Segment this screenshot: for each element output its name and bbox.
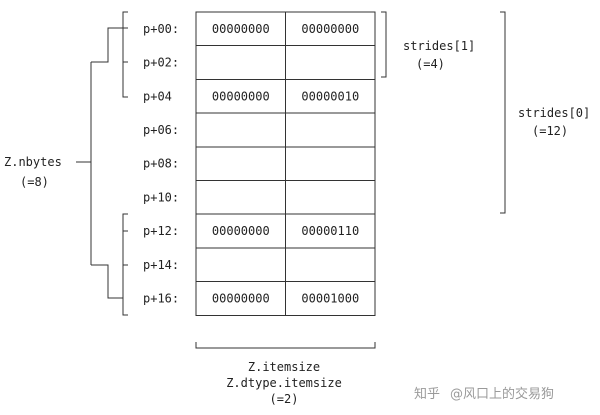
memory-cell [195,78,286,114]
dtype-itemsize-label: Z.dtype.itemsize [226,376,342,390]
nbytes-label: Z.nbytes [4,155,62,169]
memory-row: 00000000 00000000 [195,11,376,47]
address-label: p+12: [143,224,179,238]
itemsize-value: (=2) [270,392,299,406]
watermark-platform: 知乎 [414,386,440,402]
memory-row [195,146,376,182]
memory-cell-value: 00000000 [212,292,270,306]
memory-cell-value: 00000000 [301,22,359,36]
memory-cell [285,146,376,182]
memory-cell [285,11,376,47]
memory-cell [195,180,286,215]
address-label: p+00: [143,22,179,36]
itemsize-label: Z.itemsize [248,360,320,374]
memory-cell-value: 00000000 [212,22,270,36]
memory-row: 00000000 00000010 [195,78,376,114]
memory-row [195,45,376,80]
memory-cell-value: 00000010 [301,89,359,103]
memory-row: 00000000 00000110 [195,213,376,249]
address-label: p+16: [143,292,179,306]
group2-connector [91,264,123,299]
address-label: p+08: [143,157,179,171]
address-label: p+14: [143,258,179,272]
itemsize-bracket [195,342,376,349]
memory-cell [285,45,376,80]
address-label: p+02: [143,56,179,70]
memory-cell [285,78,376,114]
strides1-bracket [381,11,387,78]
address-label: p+06: [143,123,179,137]
memory-cell [195,146,286,182]
nbytes-bracket-tree [76,11,128,316]
strides1-value: (=4) [416,57,445,71]
memory-cell [195,112,286,148]
memory-cell [285,247,376,283]
memory-row: 00000000 00001000 [195,281,376,316]
address-column: p+00: p+02: p+04 p+06: p+08: p+10: p+12: p+14: p… [143,22,179,306]
strides0-bracket [500,11,506,214]
address-label: p+10: [143,190,179,204]
memory-row [195,247,376,283]
memory-cell [285,281,376,316]
memory-cell-value: 00000000 [212,224,270,238]
group1-bracket [122,11,128,98]
memory-cell [195,247,286,283]
watermark-author: @风口上的交易狗 [450,386,554,402]
strides0-value: (=12) [532,124,568,138]
nbytes-bracket [76,62,92,265]
memory-cell [195,281,286,316]
memory-cell-value: 00000000 [212,89,270,103]
strides1-label: strides[1] [403,39,475,53]
memory-cell-value: 00000110 [301,224,359,238]
strides0-label: strides[0] [518,106,590,120]
memory-cell [195,11,286,47]
group2-bracket [122,213,128,316]
memory-cell [285,213,376,249]
nbytes-value: (=8) [20,175,49,189]
memory-row [195,112,376,148]
memory-row [195,180,376,215]
memory-cell [285,112,376,148]
memory-cell [195,45,286,80]
memory-cell [285,180,376,215]
address-label: p+04 [143,89,172,103]
group1-connector [91,27,123,63]
memory-cell-value: 00001000 [301,292,359,306]
